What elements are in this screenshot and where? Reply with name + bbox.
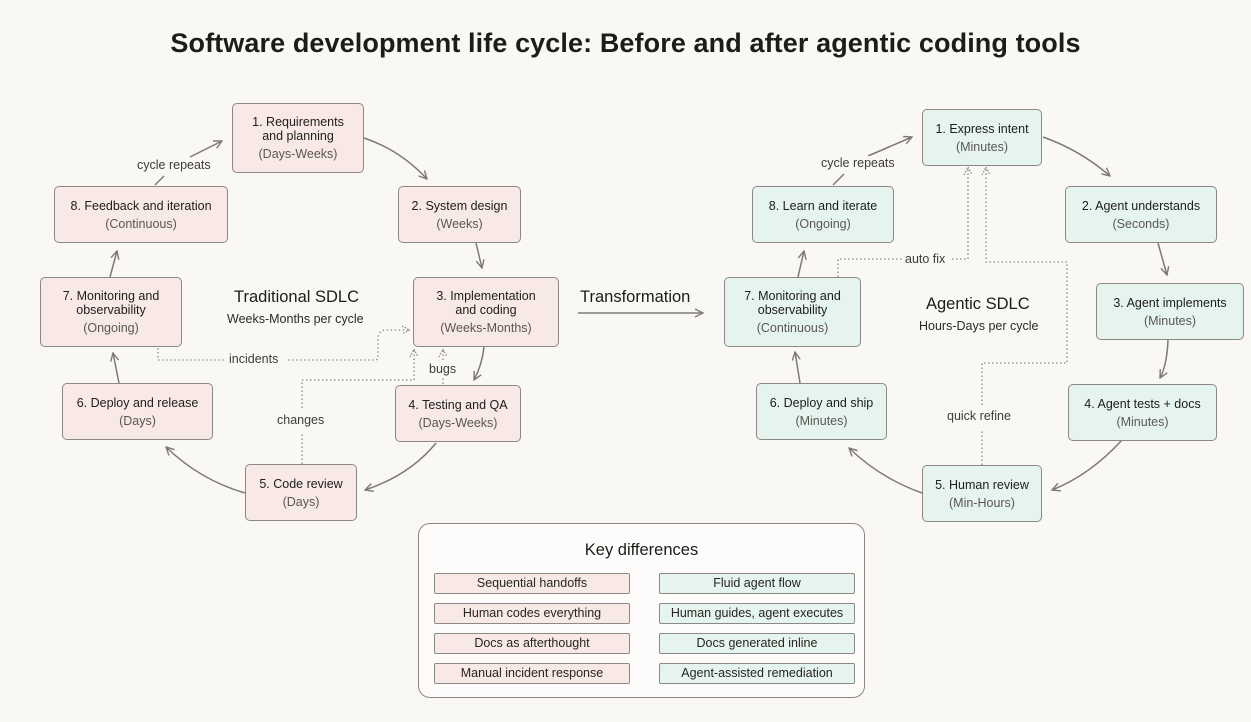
agentic-arrow-7-to-8 [797, 251, 804, 278]
trad-node-implementation: 3. Implementation and coding (Weeks-Mont… [413, 277, 559, 347]
arrow-4-to-5 [365, 442, 437, 490]
quick-refine-label: quick refine [945, 409, 1013, 423]
after-item: Docs generated inline [659, 633, 855, 654]
node-title: 3. Agent implements [1113, 295, 1227, 310]
trad-node-feedback: 8. Feedback and iteration (Continuous) [54, 186, 228, 243]
node-title: 2. System design [411, 198, 508, 213]
traditional-sdlc-subtitle: Weeks-Months per cycle [227, 312, 364, 326]
node-title: 1. Express intent [935, 121, 1029, 136]
node-duration: (Weeks-Months) [440, 321, 532, 335]
node-title: 6. Deploy and ship [769, 395, 874, 410]
node-title: 5. Human review [935, 477, 1029, 492]
arrow-7-to-8 [109, 251, 117, 278]
node-title: 3. Implementation [436, 289, 536, 303]
trad-cycle-repeats-label: cycle repeats [135, 158, 213, 172]
agentic-arrow-3-to-4 [1160, 339, 1169, 378]
node-title: 2. Agent understands [1081, 198, 1201, 213]
changes-label: changes [275, 413, 327, 427]
arrow-8-to-1 [154, 175, 165, 186]
auto-fix-path-a [837, 258, 902, 277]
key-differences-title: Key differences [584, 541, 699, 559]
before-item: Human codes everything [434, 603, 630, 624]
node-duration: (Minutes) [1116, 414, 1169, 429]
node-duration: (Continuous) [756, 321, 829, 335]
node-title-line2: and coding [455, 303, 517, 317]
node-title: 8. Learn and iterate [768, 198, 878, 213]
node-title: 4. Testing and QA [408, 397, 508, 412]
arrow-1-to-2 [363, 137, 427, 179]
agent-node-express-intent: 1. Express intent (Minutes) [922, 109, 1042, 166]
agent-node-deploy: 6. Deploy and ship (Minutes) [756, 383, 887, 440]
agent-node-learn: 8. Learn and iterate (Ongoing) [752, 186, 894, 243]
node-title-line2: and planning [262, 129, 334, 143]
node-title-line2: observability [76, 303, 146, 317]
changes-path-b [301, 349, 414, 408]
node-title: 7. Monitoring and [62, 289, 160, 303]
before-item: Docs as afterthought [434, 633, 630, 654]
node-title: 8. Feedback and iteration [70, 198, 212, 213]
agent-node-understands: 2. Agent understands (Seconds) [1065, 186, 1217, 243]
node-duration: (Weeks) [436, 216, 483, 231]
node-duration: (Minutes) [795, 413, 848, 428]
before-item: Sequential handoffs [434, 573, 630, 594]
agentic-sdlc-subtitle: Hours-Days per cycle [919, 319, 1039, 333]
node-duration: (Days) [282, 494, 320, 509]
agentic-cycle-repeats-label: cycle repeats [819, 156, 897, 170]
agentic-sdlc-title: Agentic SDLC [926, 295, 1030, 313]
auto-fix-label: auto fix [903, 252, 948, 266]
traditional-sdlc-title: Traditional SDLC [234, 288, 360, 306]
node-duration: (Min-Hours) [949, 495, 1015, 510]
incidents-path-b [288, 330, 410, 361]
arrow-2-to-3 [475, 242, 482, 268]
agent-node-tests-docs: 4. Agent tests + docs (Minutes) [1068, 384, 1217, 441]
node-duration: (Days-Weeks) [258, 147, 338, 161]
diagram-title: Software development life cycle: Before … [170, 28, 1081, 58]
agentic-arrow-8-to-1b [867, 137, 912, 157]
node-duration: (Seconds) [1112, 216, 1170, 231]
node-duration: (Minutes) [955, 139, 1009, 154]
node-duration: (Days) [119, 413, 156, 428]
trad-node-deploy: 6. Deploy and release (Days) [62, 383, 213, 440]
node-title-line2: observability [757, 303, 828, 317]
arrow-5-to-6 [166, 447, 246, 494]
agentic-arrow-4-to-5 [1052, 439, 1123, 490]
trad-node-requirements: 1. Requirements and planning (Days-Weeks… [232, 103, 364, 173]
quick-refine-path-b [981, 167, 1068, 405]
trad-node-monitoring: 7. Monitoring and observability (Ongoing… [40, 277, 182, 347]
before-item: Manual incident response [434, 663, 630, 684]
node-title: 4. Agent tests + docs [1084, 396, 1201, 411]
agent-node-monitoring: 7. Monitoring and observability (Continu… [724, 277, 861, 347]
node-duration: (Continuous) [105, 216, 177, 231]
trad-node-system-design: 2. System design (Weeks) [398, 186, 521, 243]
auto-fix-path-b [952, 167, 968, 260]
after-item: Agent-assisted remediation [659, 663, 855, 684]
trad-node-code-review: 5. Code review (Days) [245, 464, 357, 521]
node-title: 6. Deploy and release [76, 395, 199, 410]
after-item: Human guides, agent executes [659, 603, 855, 624]
agentic-arrow-8-to-1a [832, 173, 845, 186]
incidents-path [157, 348, 225, 361]
agentic-arrow-5-to-6 [849, 448, 923, 494]
agentic-arrow-2-to-3 [1157, 242, 1167, 275]
agentic-arrow-6-to-7 [795, 352, 800, 384]
bugs-label: bugs [427, 362, 459, 376]
node-duration: (Ongoing) [795, 216, 851, 231]
node-title: 7. Monitoring and [744, 289, 841, 303]
agent-node-human-review: 5. Human review (Min-Hours) [922, 465, 1042, 522]
node-duration: (Ongoing) [83, 321, 139, 335]
agent-node-implements: 3. Agent implements (Minutes) [1096, 283, 1244, 340]
agentic-arrow-1-to-2 [1042, 136, 1110, 176]
node-title: 5. Code review [259, 476, 343, 491]
arrow-6-to-7 [113, 353, 120, 384]
arrow-3-to-4 [474, 346, 485, 380]
trad-node-testing: 4. Testing and QA (Days-Weeks) [395, 385, 521, 442]
node-duration: (Days-Weeks) [418, 415, 498, 430]
after-item: Fluid agent flow [659, 573, 855, 594]
arrow-8-to-1-head [189, 141, 222, 158]
node-title: 1. Requirements [252, 115, 344, 129]
incidents-label: incidents [227, 352, 281, 366]
node-duration: (Minutes) [1143, 313, 1197, 328]
key-differences-panel: Key differences Sequential handoffs Flui… [418, 523, 865, 698]
transformation-label: Transformation [580, 288, 691, 306]
